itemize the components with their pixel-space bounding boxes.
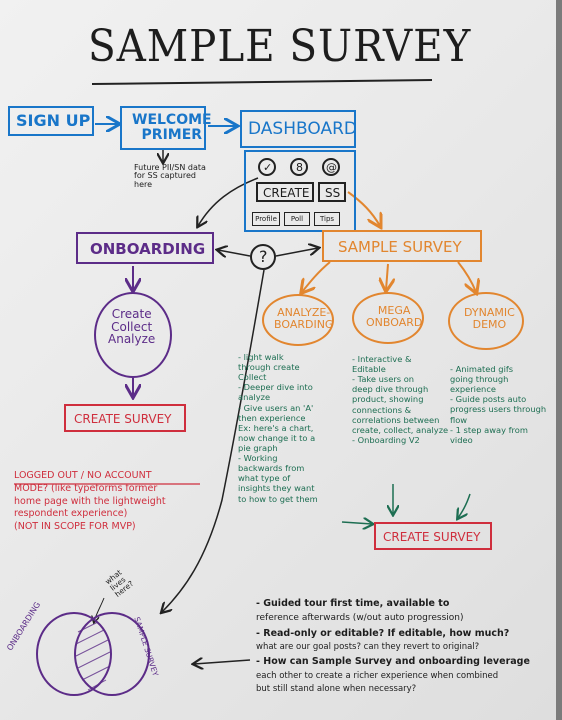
dynamic-demo-circle: DYNAMIC DEMO (448, 292, 524, 350)
sample-survey-box: SAMPLE SURVEY (322, 230, 482, 262)
create-collect-analyze-circle: Create Collect Analyze (94, 292, 172, 378)
tips-tab: Tips (314, 212, 340, 226)
analyze-boarding-circle: ANALYZE- BOARDING (262, 294, 334, 346)
create-button: CREATE (256, 182, 314, 202)
arrow-question-samplesurvey (275, 248, 318, 257)
arrow-analyze-createsurvey (341, 522, 372, 524)
onboarding-box: ONBOARDING (76, 232, 214, 264)
arrow-dynamic-createsurvey (458, 493, 471, 518)
question-node: ? (250, 244, 276, 270)
create-survey-box-1: CREATE SURVEY (64, 404, 186, 432)
dashboard-wireframe: ✓ 8 @ CREATE SS Profile Poll Tips (244, 150, 356, 232)
create-collect-analyze-label: Create Collect Analyze (108, 307, 156, 347)
bottom-notes: - Guided tour first time, available to r… (256, 596, 530, 697)
arrow-question-onboarding (218, 250, 251, 256)
analyze-boarding-label: ANALYZE- BOARDING (274, 306, 334, 331)
title-underline (91, 79, 433, 85)
create-survey-label-2: CREATE SURVEY (383, 530, 481, 544)
bottom-note-line: but still stand alone when necessary? (256, 684, 417, 695)
dashboard-box: DASHBOARD (240, 110, 357, 148)
logged-out-note: LOGGED OUT / NO ACCOUNT MODE? (like type… (14, 470, 166, 533)
arrow-ss-mega (386, 263, 388, 290)
venn-right-circle (74, 612, 150, 696)
bottom-note-line: each other to create a richer experience… (256, 670, 499, 681)
dynamic-demo-notes: - Animated gifs going through experience… (450, 364, 547, 445)
arrow-question-venn (162, 269, 265, 612)
check-icon: ✓ (258, 158, 276, 176)
analyze-boarding-notes: - light walk through create Collect - De… (238, 352, 318, 504)
at-icon: @ (322, 158, 340, 176)
future-pii-note: Future PII/SN data for SS captured here (134, 163, 206, 189)
bottom-note-line: - Guided tour first time, available to (256, 598, 450, 609)
signup-box: SIGN UP (8, 106, 94, 136)
bottom-note-line: - Read-only or editable? If editable, ho… (256, 627, 510, 639)
bottom-note-line: reference afterwards (w/out auto progres… (256, 613, 464, 624)
bottom-note-line: what are our goal posts? can they revert… (256, 641, 480, 652)
ss-button: SS (318, 182, 346, 202)
number-icon: 8 (290, 158, 308, 176)
dynamic-demo-label: DYNAMIC DEMO (464, 306, 515, 331)
poll-tab: Poll (284, 212, 310, 226)
board-frame (556, 0, 562, 720)
create-survey-box-2: CREATE SURVEY (374, 522, 492, 550)
sample-survey-label: SAMPLE SURVEY (338, 238, 462, 256)
profile-tab: Profile (252, 212, 280, 226)
arrow-notes-venn (194, 660, 251, 664)
arrow-ss-analyze (302, 261, 331, 292)
create-survey-label-1: CREATE SURVEY (74, 412, 172, 426)
mega-onboard-circle: MEGA ONBOARD (352, 292, 424, 344)
question-label: ? (259, 247, 268, 266)
arrow-dashboard-onboarding (198, 177, 259, 226)
signup-label: SIGN UP (16, 111, 91, 130)
page-title: SAMPLE SURVEY (88, 21, 472, 72)
dashboard-label: DASHBOARD (248, 119, 357, 139)
mega-onboard-label: MEGA ONBOARD (366, 304, 423, 329)
onboarding-label: ONBOARDING (90, 240, 206, 258)
welcome-primer-label: WELCOME PRIMER (132, 112, 212, 143)
mega-onboard-notes: - Interactive & Editable - Take users on… (352, 354, 449, 445)
welcome-primer-box: WELCOME PRIMER (120, 106, 212, 150)
arrow-dashboard-samplesurvey (347, 191, 380, 226)
bottom-note-line: - How can Sample Survey and onboarding l… (256, 656, 530, 668)
arrow-ss-dynamic (457, 261, 476, 292)
